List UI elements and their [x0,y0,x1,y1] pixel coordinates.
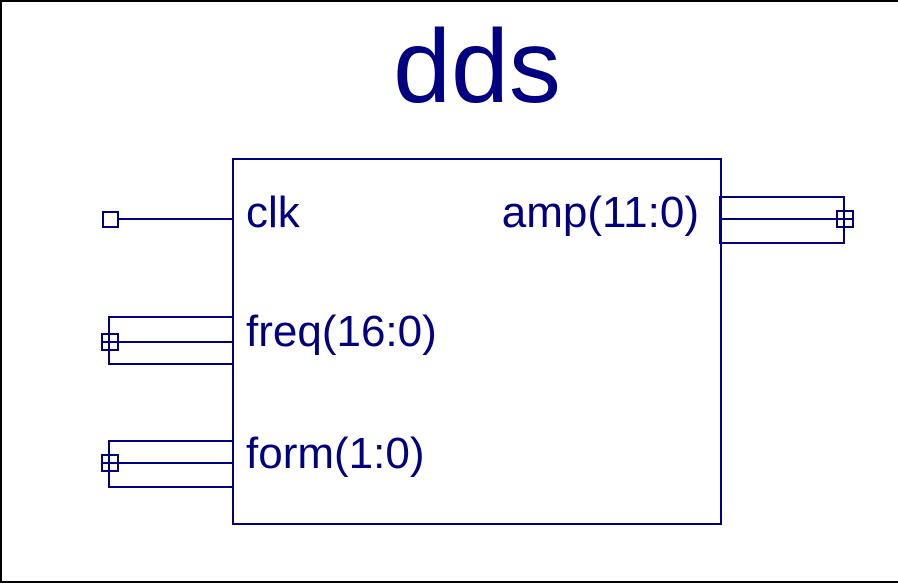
port-label-amp: amp(11:0) [501,188,699,237]
wire-clk [118,218,232,220]
wire-amp [722,218,854,220]
bus-rect-freq [108,316,234,365]
output-pin-amp[interactable] [836,210,854,228]
input-pin-form[interactable] [101,454,119,472]
port-label-form: form(1:0) [246,429,425,478]
component-title: dds [393,9,561,125]
input-pin-freq[interactable] [101,333,119,351]
port-label-freq: freq(16:0) [246,307,437,356]
wire-form [102,462,233,464]
port-label-clk: clk [246,188,300,237]
input-pin-clk[interactable] [102,211,119,228]
bus-rect-amp [719,196,845,244]
wire-freq [102,341,233,343]
bus-rect-form [108,440,234,488]
